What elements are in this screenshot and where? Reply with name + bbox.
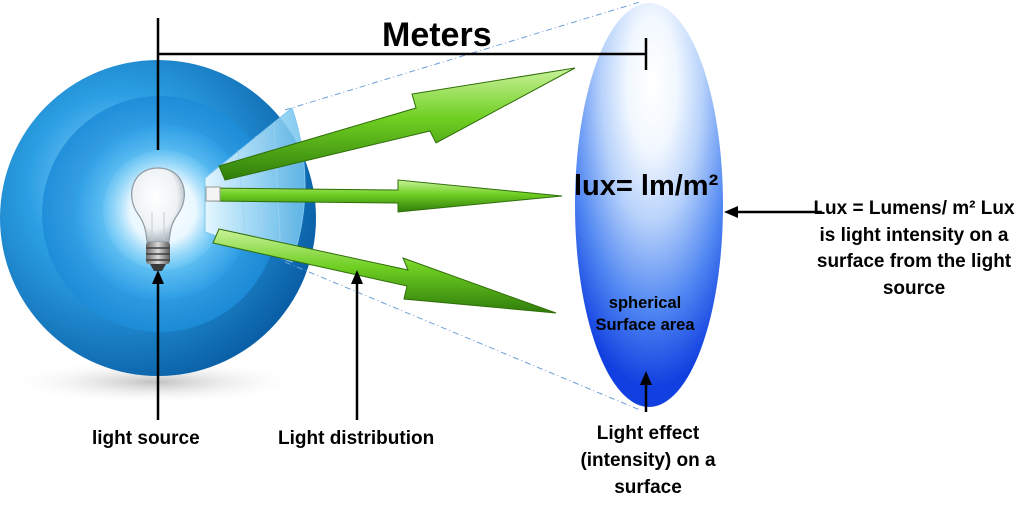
light-ray-arrows: [205, 67, 576, 314]
light-distribution-label: Light distribution: [278, 428, 435, 449]
sphere-shadow: [5, 360, 305, 404]
lux-definition-label: Lux = Lumens/ m² Lux is light intensity …: [813, 198, 1015, 299]
lux-formula-label: lux= lm/m²: [574, 170, 719, 202]
light-source-label: light source: [92, 428, 200, 449]
lower-ray-arrow: [212, 228, 557, 314]
pointer-arrows: [152, 206, 822, 420]
spherical-surface-area-label: spherical Surface area: [595, 294, 695, 334]
light-effect-label: Light effect (intensity) on a surface: [580, 423, 716, 498]
spherical-surface-ellipse: [575, 3, 723, 407]
upper-ray-arrow: [218, 67, 576, 181]
light-distribution-pointer: [351, 270, 363, 420]
light-source-pointer: [152, 270, 164, 420]
light-bulb-icon: [131, 167, 185, 271]
middle-ray-arrow: [205, 179, 563, 213]
light-effect-pointer: [640, 371, 652, 412]
meters-label: Meters: [382, 16, 492, 54]
meters-dimension-line: [156, 18, 648, 150]
projection-guide-lines: [284, 1, 641, 411]
definition-pointer: [724, 206, 822, 218]
